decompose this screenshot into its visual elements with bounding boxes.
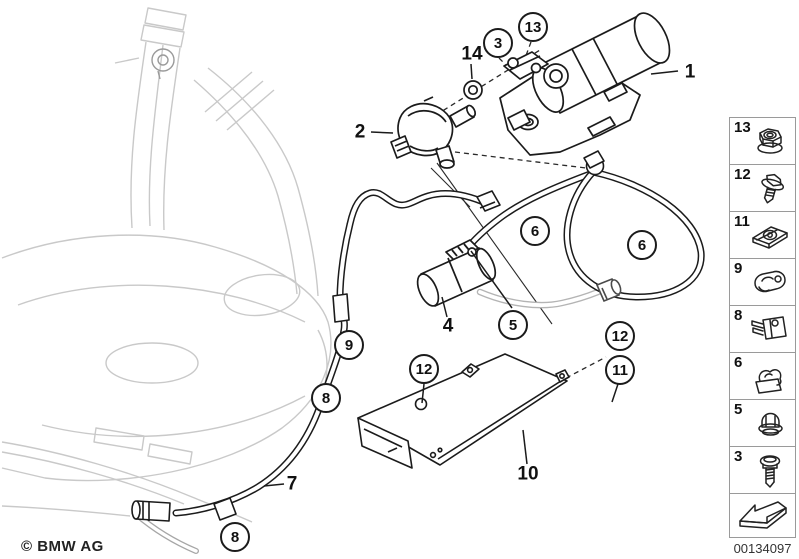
sidebar-item-8[interactable]: 8: [729, 305, 796, 353]
sidebar-item-number: 3: [734, 448, 743, 465]
holder-clamp-icon: [751, 316, 787, 340]
activated-carbon-canister: [416, 239, 497, 307]
callout-8-upper[interactable]: 8: [311, 383, 341, 413]
canister-outlet-hose: [476, 288, 602, 309]
leak-diagnosis-pump: [499, 12, 671, 156]
cap-nut-icon: [758, 412, 783, 436]
sidebar-item-number: 13: [734, 119, 751, 136]
flange-screw-icon: [761, 173, 785, 204]
sidebar-item-3[interactable]: 3: [729, 446, 796, 494]
fuel-tank-background: [1, 7, 332, 523]
sidebar-item-number: 9: [734, 260, 743, 277]
thin-pointer-lines: [430, 162, 553, 325]
part-label-2[interactable]: 2: [354, 121, 366, 143]
callout-11[interactable]: 11: [605, 355, 635, 385]
hose-clamp-icon: [754, 270, 786, 293]
sidebar-direction-arrow[interactable]: [729, 493, 796, 538]
bmw-copyright: © BMW AG: [21, 538, 104, 555]
part-label-4[interactable]: 4: [442, 315, 454, 337]
vent-valve: [390, 96, 477, 169]
sidebar-item-12[interactable]: 12: [729, 164, 796, 212]
callout-13[interactable]: 13: [518, 12, 548, 42]
callout-12-left[interactable]: 12: [409, 354, 439, 384]
hose-fittings: [131, 150, 605, 522]
sidebar-item-number: 11: [734, 213, 750, 230]
sidebar-item-number: 5: [734, 401, 743, 418]
grommet: [463, 80, 483, 100]
callout-5[interactable]: 5: [498, 310, 528, 340]
direction-arrow-icon: [739, 501, 787, 529]
callout-6-right[interactable]: 6: [627, 230, 657, 260]
sidebar-item-11[interactable]: 11: [729, 211, 796, 259]
fuel-hose-7: [172, 188, 492, 517]
sidebar-item-13[interactable]: 13: [729, 117, 796, 165]
part-label-10[interactable]: 10: [517, 463, 539, 485]
callout-12-right[interactable]: 12: [605, 321, 635, 351]
fastener-legend-sidebar: 13 12 11: [729, 117, 796, 538]
sidebar-item-6[interactable]: 6: [729, 352, 796, 400]
part-label-14[interactable]: 14: [461, 43, 483, 65]
filler-cap-detail: [151, 48, 175, 80]
sidebar-item-number: 6: [734, 354, 743, 371]
vent-hose-6: [460, 168, 705, 301]
sidebar-item-5[interactable]: 5: [729, 399, 796, 447]
callout-3[interactable]: 3: [483, 28, 513, 58]
cover-bracket-plate: [357, 353, 570, 469]
sidebar-item-number: 8: [734, 307, 743, 324]
image-number: 00134097: [733, 541, 792, 556]
flange-nut-icon: [757, 128, 783, 154]
screw-icon: [759, 455, 781, 488]
outlet-hose-fitting: [595, 277, 622, 303]
sidebar-item-9[interactable]: 9: [729, 258, 796, 306]
leader-lines: [263, 63, 679, 487]
sidebar-item-number: 12: [734, 166, 751, 183]
speed-nut-icon: [752, 226, 788, 249]
callout-9[interactable]: 9: [334, 330, 364, 360]
part-label-7[interactable]: 7: [286, 473, 298, 495]
hose-clip-icon: [755, 369, 782, 394]
part-label-1[interactable]: 1: [684, 61, 696, 83]
callout-8-lower[interactable]: 8: [220, 522, 250, 552]
callout-6-upper[interactable]: 6: [520, 216, 550, 246]
